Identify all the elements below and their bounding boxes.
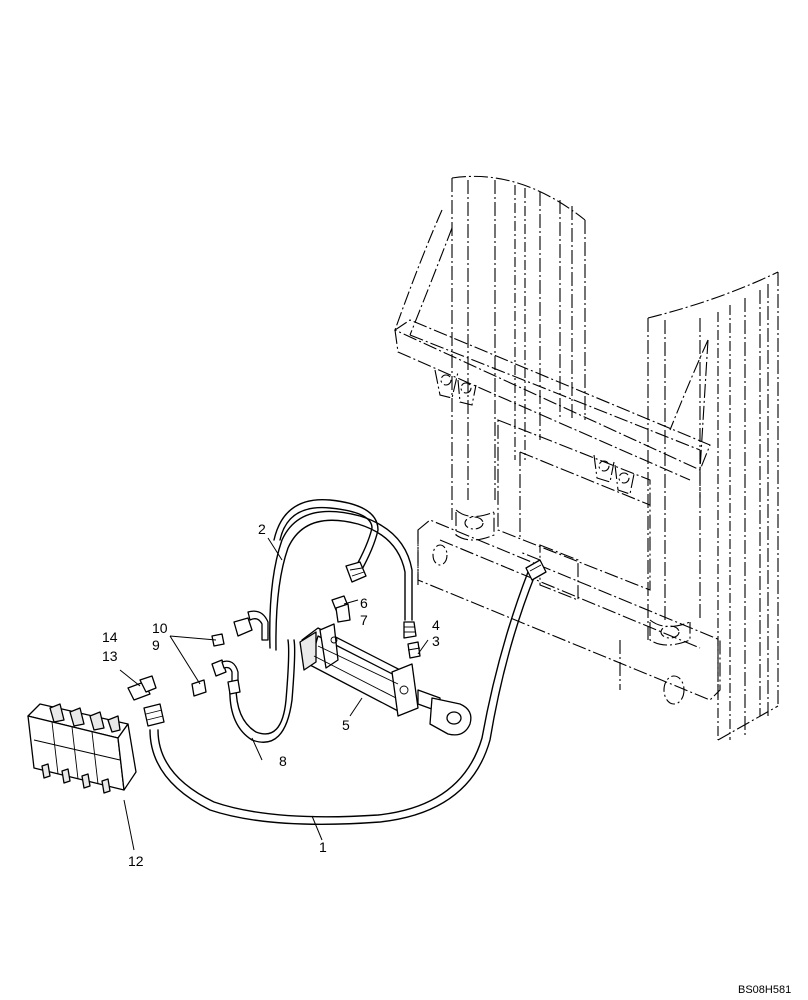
hydraulic-cylinder: [299, 623, 472, 736]
label-part-13: 13: [102, 648, 118, 664]
fitting-13-14: [127, 675, 157, 701]
drawing-code: BS08H581: [738, 984, 791, 996]
label-part-10: 10: [152, 620, 168, 636]
control-valve: [27, 703, 137, 794]
fitting-hose-2-cyl: [403, 621, 417, 639]
hose-1: [149, 571, 536, 825]
label-part-14: 14: [102, 629, 118, 645]
hose-2: [269, 498, 413, 651]
fitting-hose-1-valve: [143, 703, 165, 727]
leader-lines: [119, 537, 429, 851]
label-part-12: 12: [128, 853, 144, 869]
label-part-7: 7: [360, 612, 368, 628]
fitting-hose-1-end: [525, 559, 547, 581]
label-part-5: 5: [342, 717, 350, 733]
label-part-4: 4: [432, 617, 440, 633]
label-part-2: 2: [258, 521, 266, 537]
fitting-10-upper: [211, 610, 269, 647]
fitting-hose-2-end: [345, 561, 367, 583]
fitting-3-4: [407, 641, 421, 659]
label-part-9: 9: [152, 637, 160, 653]
fitting-9-lower: [191, 659, 241, 697]
hose-8: [229, 639, 296, 743]
label-part-3: 3: [432, 633, 440, 649]
fitting-6-7: [331, 595, 351, 623]
label-part-1: 1: [319, 839, 327, 855]
label-part-8: 8: [279, 753, 287, 769]
mast-phantom: [393, 175, 779, 741]
label-part-6: 6: [360, 595, 368, 611]
